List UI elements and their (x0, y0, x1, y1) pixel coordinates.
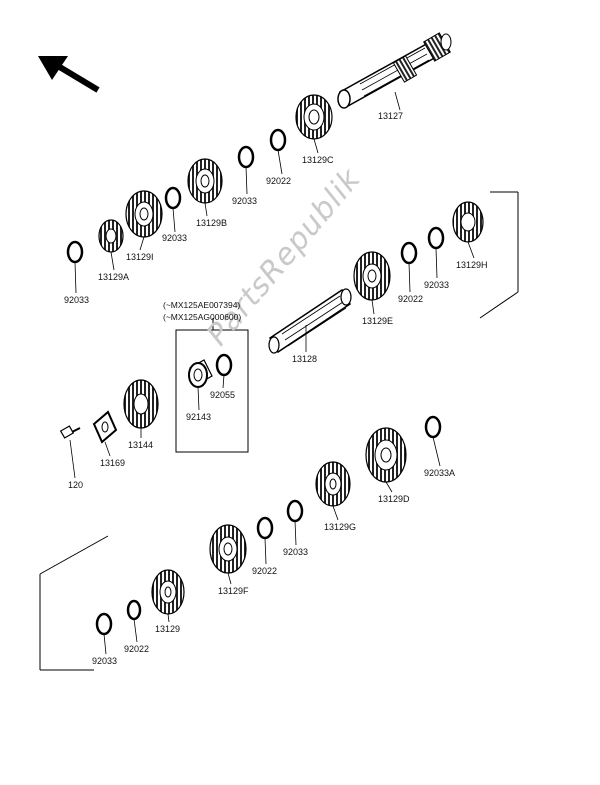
label-13129G: 13129G (324, 522, 357, 532)
gear-13129I (125, 190, 163, 238)
label-92022-low: 92022 (252, 566, 278, 576)
label-92022-bottom: 92022 (124, 644, 150, 654)
label-92033-e: 92033 (283, 547, 309, 557)
washer-92022-top (269, 128, 287, 152)
note-serial-1: (~MX125AE007394) (163, 300, 241, 310)
washer-92022-low (256, 516, 274, 540)
gear-13129E (353, 251, 391, 301)
label-13128: 13128 (292, 354, 318, 364)
washer-92033-f (95, 612, 113, 636)
gear-13129D (365, 427, 407, 483)
seal-92055 (215, 353, 233, 377)
label-92033-f: 92033 (92, 656, 118, 666)
bearing-92143 (188, 359, 213, 388)
label-13129I: 13129I (126, 252, 154, 262)
label-120: 120 (68, 480, 84, 490)
washer-92033-c (66, 240, 84, 264)
label-92143: 92143 (186, 412, 212, 422)
label-13129C: 13129C (302, 155, 334, 165)
washer-92022-bottom (126, 599, 142, 621)
label-13129A: 13129A (98, 272, 130, 282)
direction-arrow-icon (38, 56, 100, 93)
label-13129E: 13129E (362, 316, 394, 326)
label-92022-mid: 92022 (398, 294, 424, 304)
label-13144: 13144 (128, 440, 154, 450)
gear-13129A (98, 219, 124, 253)
label-13129B: 13129B (196, 218, 228, 228)
label-92033-d: 92033 (424, 280, 450, 290)
gear-13129 (151, 569, 185, 615)
group-bracket-right (479, 191, 519, 319)
label-92033-a: 92033 (232, 196, 258, 206)
sprocket-13144 (123, 379, 159, 429)
shaft-13127 (337, 32, 452, 109)
label-13129D: 13129D (378, 494, 410, 504)
washer-92033-b (164, 186, 182, 210)
washer-92022-mid (400, 241, 418, 265)
label-92055: 92055 (210, 390, 236, 400)
label-92033A: 92033A (424, 468, 456, 478)
label-92033-c: 92033 (64, 295, 90, 305)
label-13127: 13127 (378, 111, 404, 121)
bearing-group-box (175, 318, 249, 453)
label-13129F: 13129F (218, 586, 249, 596)
gear-13129B (187, 158, 223, 204)
washer-92033-d (427, 226, 445, 250)
washer-92033A (424, 415, 442, 439)
gear-13129C (295, 94, 333, 140)
label-13169: 13169 (100, 458, 126, 468)
note-serial-2: (~MX125AG000600) (163, 312, 242, 322)
plate-13169 (92, 410, 118, 444)
leader-lines (74, 91, 475, 655)
bolt-120 (59, 425, 81, 479)
label-92033-b: 92033 (162, 233, 188, 243)
washer-92033-e (286, 499, 304, 523)
gear-13129F (209, 524, 247, 574)
label-13129: 13129 (155, 624, 181, 634)
group-bracket-left (39, 535, 109, 671)
shaft-13128 (268, 288, 352, 354)
label-13129H: 13129H (456, 260, 488, 270)
label-92022-top: 92022 (266, 176, 292, 186)
gear-13129G (315, 461, 351, 507)
gear-13129H (452, 201, 484, 243)
washer-92033-a (237, 145, 255, 169)
